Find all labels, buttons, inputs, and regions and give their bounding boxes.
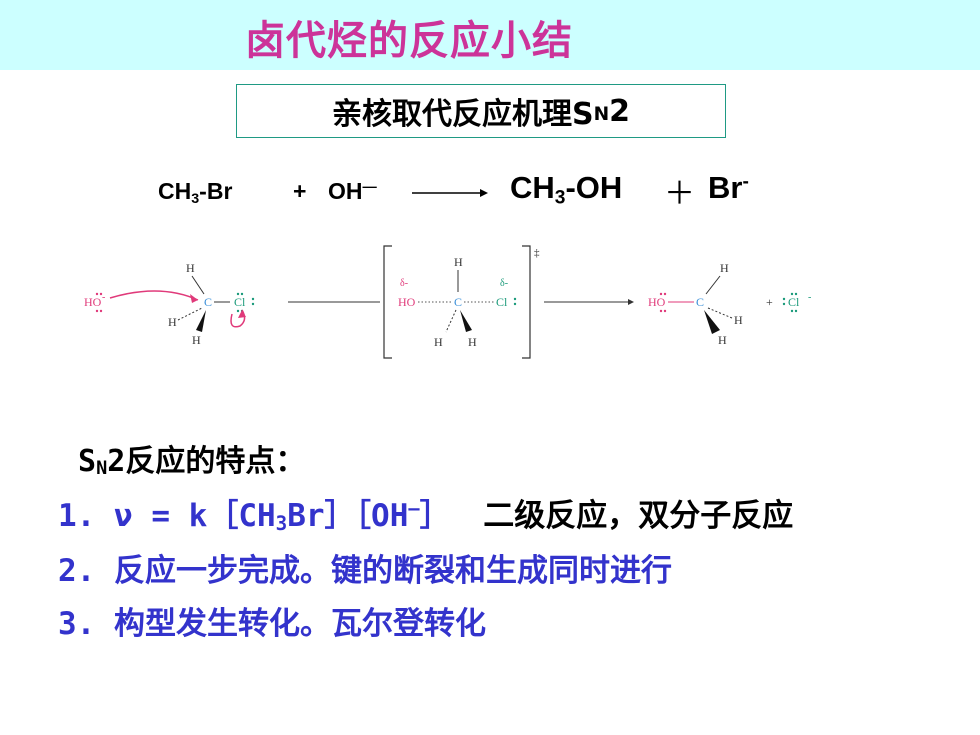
product1-tail: -OH bbox=[565, 170, 623, 205]
reactant1-text: CH bbox=[158, 178, 192, 204]
product-ch3oh: CH3-OH bbox=[510, 170, 622, 209]
attack-arrow bbox=[109, 290, 199, 301]
product-cl: Cl bbox=[788, 295, 800, 309]
ts-cl: Cl bbox=[496, 295, 508, 309]
mechanism-label-suffix: 2 bbox=[609, 93, 631, 129]
feature-line-1: 1. ν = k［CH3Br］［OH—］ 二级反应，双分子反应 bbox=[58, 490, 793, 535]
sn2-mechanism-diagram: HO - C Cl H H H ‡ δ- δ- HO C Cl H bbox=[84, 245, 811, 359]
feature-line-3: 3. 构型发生转化。瓦尔登转化 bbox=[58, 606, 486, 642]
substrate-ch3cl: C Cl H H H bbox=[168, 261, 255, 347]
ho-left-charge: - bbox=[102, 292, 105, 303]
product2-sup: - bbox=[742, 171, 749, 193]
feature-1-description: 二级反应，双分子反应 bbox=[483, 498, 794, 534]
title-bar bbox=[0, 0, 980, 70]
reactant1-sub: 3 bbox=[191, 190, 200, 207]
rate-sub: 3 bbox=[275, 511, 288, 535]
mechanism-label-sub: N bbox=[593, 103, 610, 125]
product1-text: CH bbox=[510, 170, 555, 205]
product-ch3oh-structure: HO C H H H bbox=[648, 261, 743, 347]
rate-equation: ν = k［CH3Br］［OH—］ bbox=[114, 498, 451, 535]
reactant2-sup: — bbox=[362, 179, 377, 196]
product1-sub: 3 bbox=[554, 187, 566, 209]
reactant2-text: OH bbox=[328, 178, 363, 204]
product-br: Br- bbox=[708, 170, 749, 206]
ho-left-label: HO bbox=[84, 295, 102, 309]
ts-h-top: H bbox=[454, 255, 463, 269]
substrate-h-top: H bbox=[186, 261, 195, 275]
ts-ho: HO bbox=[398, 295, 416, 309]
features-title-suffix: 2反应的特点： bbox=[107, 444, 306, 479]
equation-plus-2: ＋ bbox=[664, 176, 695, 211]
rate-close: ］ bbox=[419, 498, 451, 534]
mechanism-label-prefix: 亲核取代反应机理S bbox=[331, 97, 594, 132]
product-chloride: Cl - bbox=[782, 292, 811, 313]
reaction-arrow bbox=[412, 189, 488, 197]
feature-1-number: 1. bbox=[58, 498, 96, 534]
features-title: SN2反应的特点： bbox=[78, 436, 305, 480]
product-h-top: H bbox=[720, 261, 729, 275]
substrate-h-bottom: H bbox=[192, 333, 201, 347]
features-title-sub: N bbox=[96, 458, 108, 480]
feature-line-2: 2. 反应一步完成。键的断裂和生成同时进行 bbox=[58, 553, 672, 589]
reactant-oh: OH— bbox=[328, 178, 377, 205]
rate-part-2: Br］［OH bbox=[287, 498, 409, 534]
product-ho: HO bbox=[648, 295, 666, 309]
reactant-ch3br: CH3-Br bbox=[158, 178, 232, 207]
product-c: C bbox=[696, 295, 704, 309]
equation-plus: + bbox=[293, 178, 307, 204]
nucleophile-ho: HO - bbox=[84, 292, 105, 313]
substrate-cl: Cl bbox=[234, 295, 246, 309]
substrate-c: C bbox=[204, 295, 212, 309]
ts-delta-left: δ- bbox=[400, 278, 408, 289]
ts-h-left: H bbox=[434, 335, 443, 349]
rate-part-1: ν = k［CH bbox=[114, 498, 276, 534]
ts-delta-right: δ- bbox=[500, 278, 508, 289]
reactant1-tail: -Br bbox=[199, 178, 233, 204]
product-cl-charge: - bbox=[808, 292, 811, 303]
product2-text: Br bbox=[708, 170, 743, 205]
product-h-right: H bbox=[734, 313, 743, 327]
ts-h-right: H bbox=[468, 335, 477, 349]
page-title: 卤代烃的反应小结 bbox=[245, 18, 573, 64]
ts-c: C bbox=[454, 295, 462, 309]
features-title-prefix: S bbox=[78, 444, 97, 479]
transition-state: ‡ δ- δ- HO C Cl H H H bbox=[383, 245, 540, 359]
rate-sup: — bbox=[408, 498, 420, 520]
substrate-h-left: H bbox=[168, 315, 177, 329]
product-plus: + bbox=[766, 295, 773, 309]
product-h-bottom: H bbox=[718, 333, 727, 347]
ts-dagger: ‡ bbox=[534, 247, 540, 259]
